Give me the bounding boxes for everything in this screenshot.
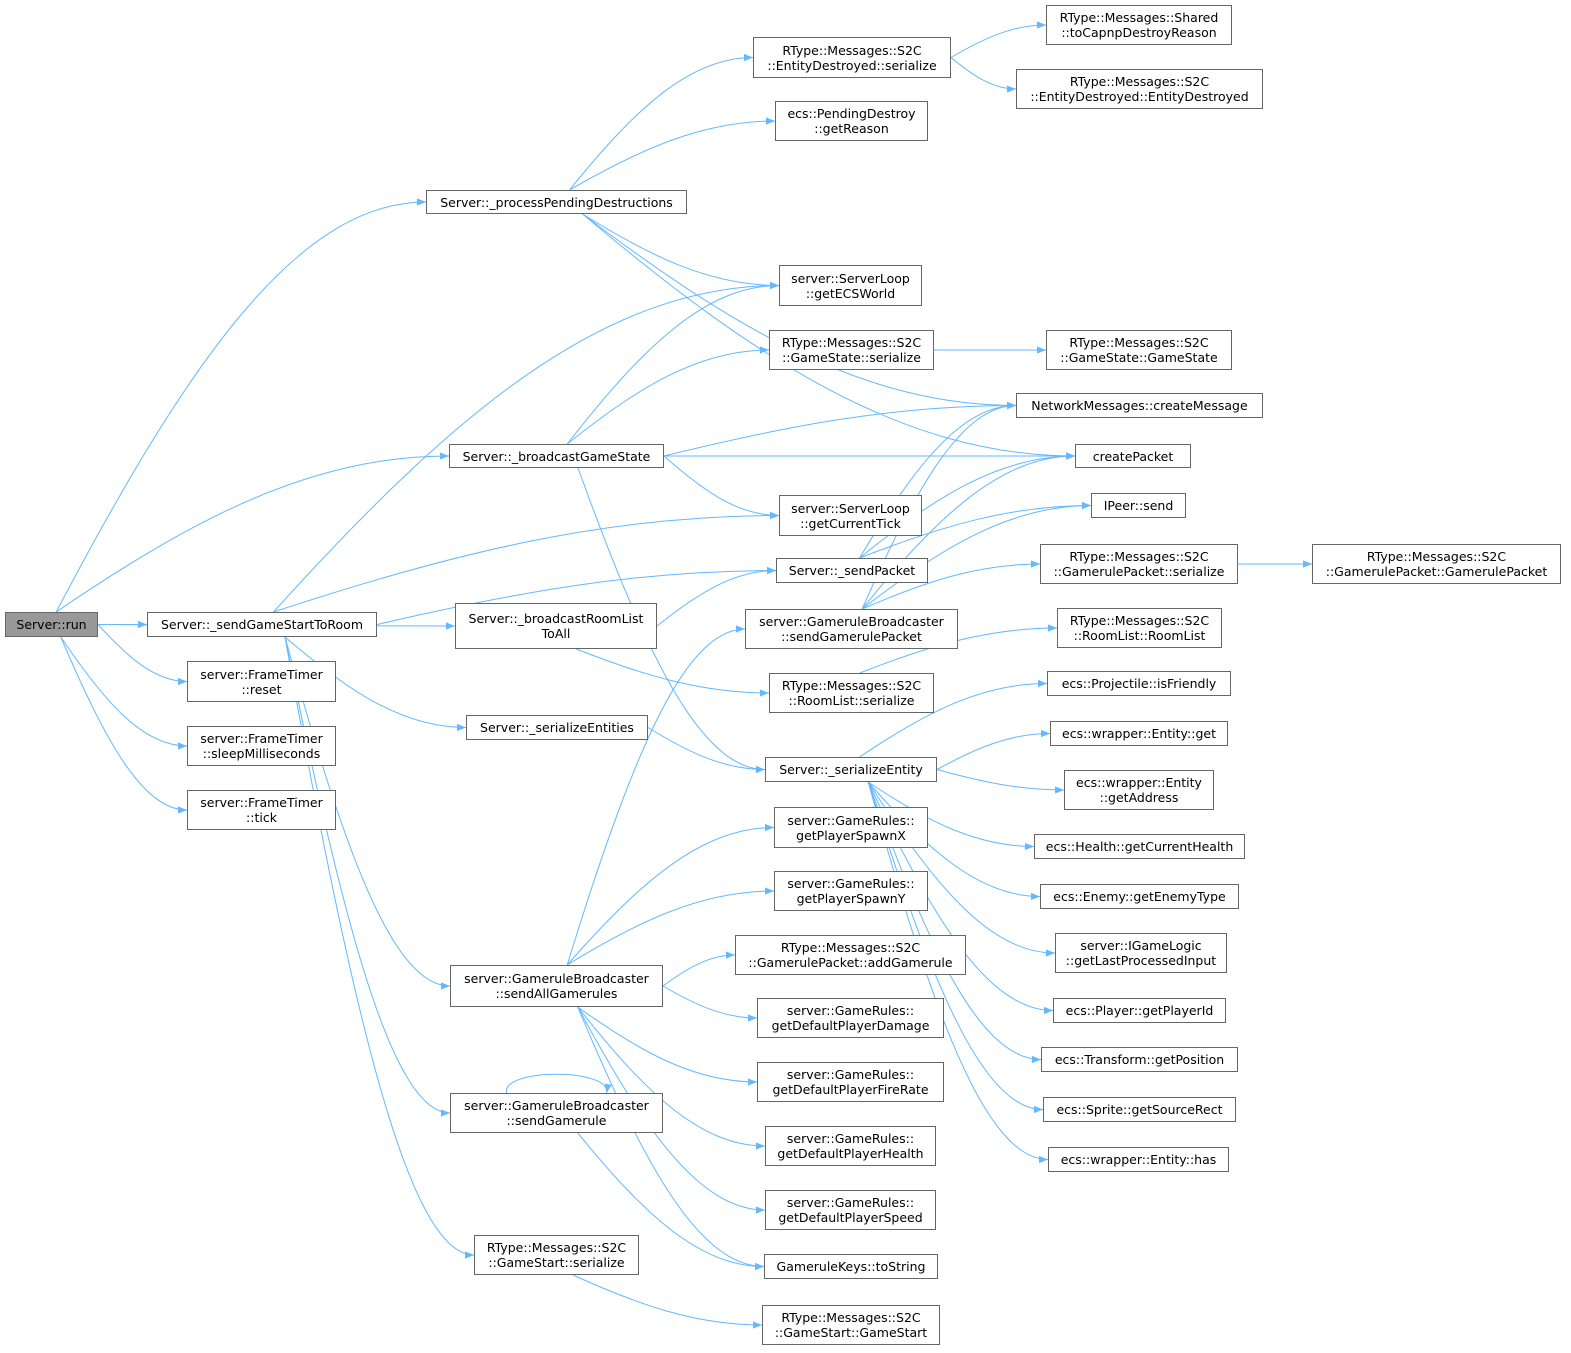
node-send-packet[interactable]: Server::_sendPacket xyxy=(776,558,928,583)
node-create-packet[interactable]: createPacket xyxy=(1075,444,1191,468)
node-gr-spawn-x[interactable]: server::GameRules:: getPlayerSpawnX xyxy=(774,807,928,848)
node-rl-ctor[interactable]: RType::Messages::S2C ::RoomList::RoomLis… xyxy=(1057,608,1222,648)
node-broadcast-gs[interactable]: Server::_broadcastGameState xyxy=(449,444,664,468)
node-send-all-gr[interactable]: server::GameruleBroadcaster ::sendAllGam… xyxy=(450,965,663,1007)
edge-send-all-gr-to-gr-dmg xyxy=(662,985,758,1022)
node-send-game-start[interactable]: Server::_sendGameStartToRoom xyxy=(147,612,377,637)
node-grp-ser[interactable]: RType::Messages::S2C ::GamerulePacket::s… xyxy=(1040,544,1238,584)
node-run[interactable]: Server::run xyxy=(5,612,98,637)
node-grb-send-grp[interactable]: server::GameruleBroadcaster ::sendGameru… xyxy=(745,609,958,649)
edge-send-packet-to-create-packet xyxy=(859,452,1076,559)
edge-broadcast-gs-to-nm-create xyxy=(663,401,1017,457)
edge-broadcast-rl-to-rl-ser xyxy=(576,648,770,697)
node-broadcast-rl[interactable]: Server::_broadcastRoomList ToAll xyxy=(455,603,657,649)
node-ft-sleep[interactable]: server::FrameTimer ::sleepMilliseconds xyxy=(187,726,336,766)
edge-game-start-ser-to-gs-start xyxy=(572,1274,763,1329)
edge-run-to-process-pd xyxy=(55,198,427,613)
node-ent-get[interactable]: ecs::wrapper::Entity::get xyxy=(1050,721,1228,746)
edge-ser-entities-to-ser-entity xyxy=(647,727,766,774)
edge-grb-send-grp-to-grp-ser xyxy=(861,560,1041,610)
edge-ser-entity-to-ent-addr xyxy=(936,769,1065,794)
node-gr-dmg[interactable]: server::GameRules:: getDefaultPlayerDama… xyxy=(757,998,944,1038)
edge-send-all-gr-to-grk-to-string xyxy=(577,1006,765,1271)
node-igl[interactable]: server::IGameLogic ::getLastProcessedInp… xyxy=(1055,933,1227,973)
edge-run-to-ft-reset xyxy=(97,624,188,686)
node-game-start-ser[interactable]: RType::Messages::S2C ::GameStart::serial… xyxy=(474,1235,639,1275)
edge-ser-entity-to-health-cur xyxy=(867,781,1035,851)
node-sprite-rect[interactable]: ecs::Sprite::getSourceRect xyxy=(1043,1097,1236,1122)
edge-broadcast-gs-to-sl-tick xyxy=(663,455,780,520)
node-send-gr[interactable]: server::GameruleBroadcaster ::sendGameru… xyxy=(450,1093,663,1133)
edge-broadcast-rl-to-send-packet xyxy=(656,566,777,627)
node-grk-to-string[interactable]: GameruleKeys::toString xyxy=(764,1254,938,1279)
edge-ser-entity-to-enemy-type xyxy=(867,781,1041,901)
node-ent-has[interactable]: ecs::wrapper::Entity::has xyxy=(1048,1147,1229,1172)
node-gs-start[interactable]: RType::Messages::S2C ::GameStart::GameSt… xyxy=(762,1305,940,1345)
node-ent-addr[interactable]: ecs::wrapper::Entity ::getAddress xyxy=(1064,770,1214,810)
node-gr-fire[interactable]: server::GameRules:: getDefaultPlayerFire… xyxy=(757,1062,944,1102)
edge-send-game-start-to-sl-tick xyxy=(273,511,780,613)
edge-process-pd-to-pd-get-reason xyxy=(569,117,776,191)
edge-send-game-start-to-game-start-ser xyxy=(284,636,475,1259)
node-health-cur[interactable]: ecs::Health::getCurrentHealth xyxy=(1034,834,1245,859)
edge-broadcast-gs-to-ser-entity xyxy=(577,467,766,774)
node-ed-ctor[interactable]: RType::Messages::S2C ::EntityDestroyed::… xyxy=(1016,69,1263,109)
edge-send-all-gr-to-grp-add-gr xyxy=(662,951,736,987)
edge-grb-send-grp-to-ipeer-send xyxy=(861,501,1092,610)
node-ipeer-send[interactable]: IPeer::send xyxy=(1091,493,1186,518)
node-enemy-type[interactable]: ecs::Enemy::getEnemyType xyxy=(1040,884,1239,909)
edge-send-game-start-to-ser-entities xyxy=(284,636,467,732)
node-gr-speed[interactable]: server::GameRules:: getDefaultPlayerSpee… xyxy=(765,1190,936,1230)
node-gr-health[interactable]: server::GameRules:: getDefaultPlayerHeal… xyxy=(765,1126,936,1166)
edge-ed-ser-to-sh-to-capnp xyxy=(950,21,1047,58)
edge-send-all-gr-to-gr-health xyxy=(577,1006,766,1150)
node-player-id[interactable]: ecs::Player::getPlayerId xyxy=(1053,998,1226,1023)
node-nm-create[interactable]: NetworkMessages::createMessage xyxy=(1016,393,1263,418)
node-grp-ctor[interactable]: RType::Messages::S2C ::GamerulePacket::G… xyxy=(1312,544,1561,584)
edge-broadcast-gs-to-gs-ser xyxy=(566,346,770,445)
edge-process-pd-to-create-packet xyxy=(582,213,1076,460)
edge-broadcast-gs-to-sl-get-ecs xyxy=(566,281,780,445)
edge-send-gr-to-grk-to-string xyxy=(577,1132,765,1271)
edge-send-game-start-to-send-packet xyxy=(376,566,777,625)
edge-send-game-start-to-send-all-gr xyxy=(284,636,451,990)
node-gr-spawn-y[interactable]: server::GameRules:: getPlayerSpawnY xyxy=(774,871,928,911)
edge-send-packet-to-ipeer-send xyxy=(859,501,1092,559)
edge-rl-ser-to-rl-ctor xyxy=(859,624,1058,674)
node-process-pd[interactable]: Server::_processPendingDestructions xyxy=(426,190,687,214)
edge-ser-entity-to-ent-has xyxy=(867,781,1049,1164)
node-ft-reset[interactable]: server::FrameTimer ::reset xyxy=(187,661,336,702)
node-transform-pos[interactable]: ecs::Transform::getPosition xyxy=(1041,1047,1238,1072)
edge-run-to-ft-tick xyxy=(60,636,188,814)
node-sl-get-ecs[interactable]: server::ServerLoop ::getECSWorld xyxy=(779,265,922,306)
node-gs-ctor[interactable]: RType::Messages::S2C ::GameState::GameSt… xyxy=(1046,330,1232,370)
edge-run-to-ft-sleep xyxy=(60,636,188,750)
edge-process-pd-to-sl-get-ecs xyxy=(582,213,780,290)
node-ser-entities[interactable]: Server::_serializeEntities xyxy=(466,715,648,740)
edge-ser-entity-to-sprite-rect xyxy=(867,781,1044,1114)
edge-ser-entity-to-proj-friendly xyxy=(859,679,1048,758)
node-sh-to-capnp[interactable]: RType::Messages::Shared ::toCapnpDestroy… xyxy=(1046,5,1232,45)
edge-send-all-gr-to-gr-fire xyxy=(577,1006,758,1086)
edge-process-pd-to-ed-ser xyxy=(569,53,754,191)
node-ed-ser[interactable]: RType::Messages::S2C ::EntityDestroyed::… xyxy=(753,37,951,78)
edge-ed-ser-to-ed-ctor xyxy=(950,57,1017,93)
edge-send-all-gr-to-gr-spawn-x xyxy=(566,823,775,966)
node-proj-friendly[interactable]: ecs::Projectile::isFriendly xyxy=(1047,671,1231,696)
edge-send-game-start-to-sl-get-ecs xyxy=(273,281,780,613)
edge-send-all-gr-to-gr-spawn-y xyxy=(566,887,775,966)
node-pd-get-reason[interactable]: ecs::PendingDestroy ::getReason xyxy=(775,101,928,141)
edge-send-all-gr-to-gr-speed xyxy=(577,1006,766,1214)
node-grp-add-gr[interactable]: RType::Messages::S2C ::GamerulePacket::a… xyxy=(735,935,966,975)
node-ser-entity[interactable]: Server::_serializeEntity xyxy=(765,757,937,782)
edge-send-gr-to-send-gr xyxy=(505,1073,612,1094)
node-gs-ser[interactable]: RType::Messages::S2C ::GameState::serial… xyxy=(769,330,934,370)
node-ft-tick[interactable]: server::FrameTimer ::tick xyxy=(187,790,336,830)
edge-run-to-broadcast-gs xyxy=(55,452,450,613)
node-rl-ser[interactable]: RType::Messages::S2C ::RoomList::seriali… xyxy=(769,673,934,713)
edge-ser-entity-to-ent-get xyxy=(936,729,1051,770)
edge-send-all-gr-to-grb-send-grp xyxy=(566,625,746,966)
node-sl-tick[interactable]: server::ServerLoop ::getCurrentTick xyxy=(779,495,922,536)
